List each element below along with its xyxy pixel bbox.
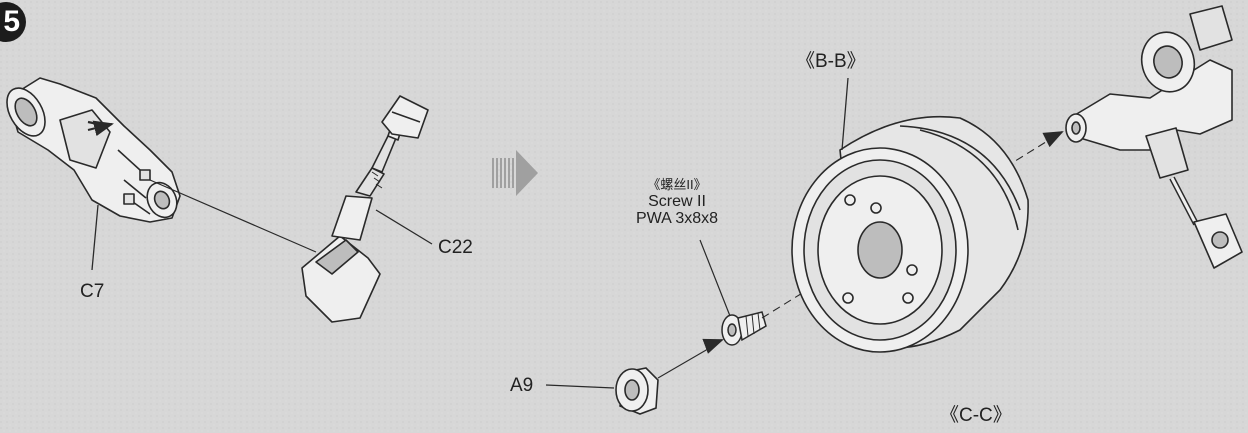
screw-callout: 《螺丝II》 Screw II PWA 3x8x8 (612, 176, 742, 227)
insert-arrow-c7 (87, 120, 114, 137)
part-screw (721, 311, 767, 346)
part-a9 (615, 367, 659, 415)
leader-a9 (545, 384, 615, 389)
step-arrow-icon (492, 150, 538, 196)
screw-name-en: Screw II (648, 193, 706, 210)
leader-c7 (91, 204, 99, 271)
guide-line-c7-c22 (149, 179, 317, 253)
label-c-c: 《C-C》 (940, 405, 1012, 426)
part-c7 (6, 77, 181, 223)
insert-arrow-upright (1042, 131, 1064, 148)
label-b-b: 《B-B》 (796, 51, 866, 72)
insert-arrow-screw (702, 338, 724, 354)
wheel-b-b (791, 115, 1029, 353)
label-c22: C22 (438, 237, 473, 258)
leader-screw (699, 239, 731, 317)
screw-spec: PWA 3x8x8 (635, 210, 719, 227)
leader-c22 (375, 209, 433, 245)
label-a9: A9 (510, 375, 534, 396)
label-c7: C7 (80, 281, 105, 302)
part-c22 (301, 95, 429, 323)
guide-line-a9 (657, 341, 721, 379)
part-upright (1065, 5, 1243, 269)
leader-b-b (841, 77, 849, 151)
screw-name-cn: 《螺丝II》 (647, 177, 707, 192)
